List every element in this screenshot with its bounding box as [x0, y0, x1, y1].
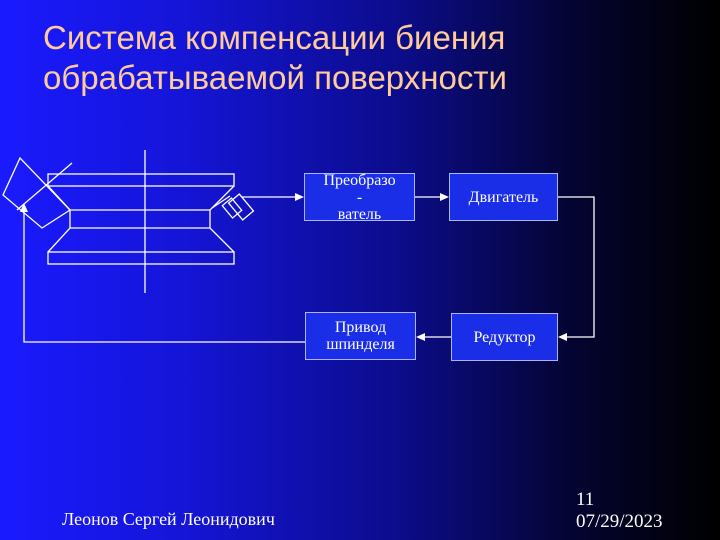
spindle-drive-block: Привод шпинделя	[305, 312, 416, 360]
converter-label-2: -	[356, 188, 363, 206]
converter-label-3: ватель	[337, 205, 382, 223]
motor-label: Двигатель	[468, 188, 539, 206]
converter-block: Преобразо - ватель	[304, 171, 415, 223]
workpiece	[47, 150, 235, 293]
grinding-wheel	[2, 156, 73, 229]
sensor	[211, 193, 255, 221]
slide-title: Система компенсации биения обрабатываемо…	[43, 19, 507, 96]
converter-label-1: Преобразо	[323, 171, 396, 189]
page-number: 11	[576, 489, 595, 510]
slide-date: 07/29/2023	[576, 511, 663, 532]
reducer-block: Редуктор	[451, 313, 558, 361]
reducer-label: Редуктор	[473, 328, 536, 346]
spindle-drive-label-1: Привод	[334, 319, 387, 336]
author-footer: Леонов Сергей Леонидович	[62, 509, 275, 529]
motor-block: Двигатель	[449, 173, 558, 221]
spindle-drive-label-2: шпинделя	[326, 336, 395, 353]
